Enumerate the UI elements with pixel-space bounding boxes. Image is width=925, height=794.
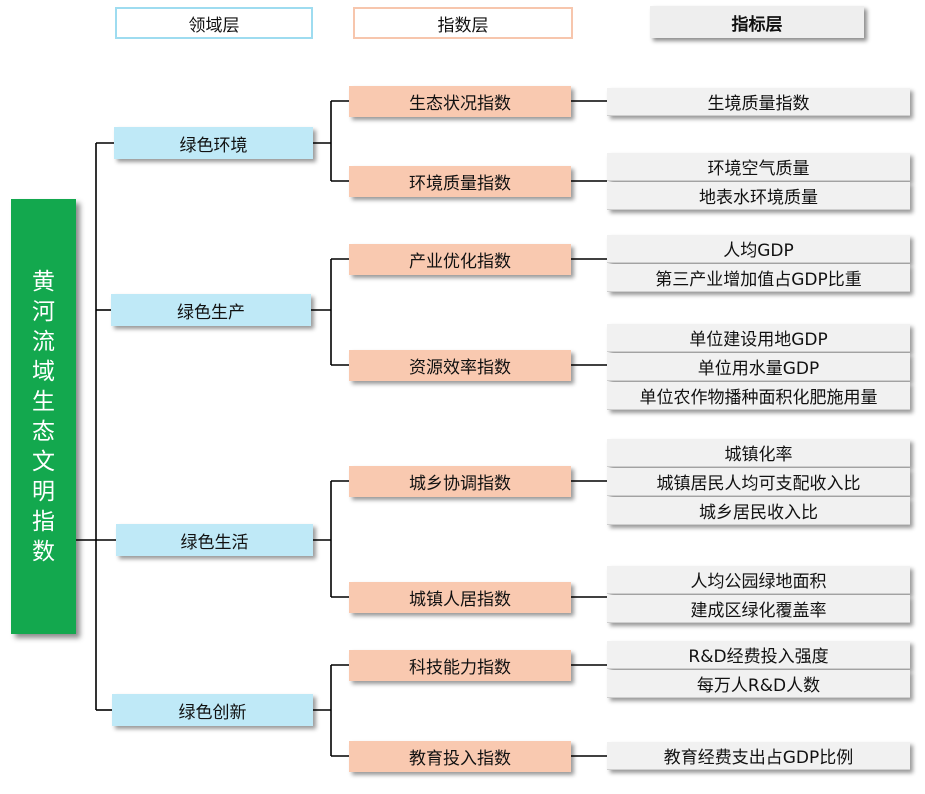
root-char: 黄: [32, 268, 55, 295]
indicator-node: 环境空气质量: [607, 153, 910, 181]
index-node: 城乡协调指数: [349, 466, 571, 497]
indicator-node: 人均公园绿地面积: [607, 566, 910, 594]
indicator-node: 教育经费支出占GDP比例: [607, 742, 910, 770]
root-char: 生: [32, 388, 55, 415]
header-index-layer: 指数层: [353, 7, 573, 39]
root-char: 文: [32, 448, 55, 475]
indicator-node: R&D经费投入强度: [607, 641, 910, 669]
root-char: 指: [32, 508, 55, 535]
domain-node: 绿色创新: [112, 694, 313, 726]
index-node: 资源效率指数: [349, 350, 571, 381]
root-char: 态: [32, 418, 55, 445]
index-node: 生态状况指数: [349, 86, 571, 117]
index-node: 教育投入指数: [349, 741, 571, 772]
indicator-node: 第三产业增加值占GDP比重: [607, 264, 910, 292]
header-domain-layer: 领域层: [115, 7, 313, 39]
header-indicator-layer: 指标层: [650, 6, 864, 38]
root-char: 域: [32, 358, 55, 385]
index-node: 科技能力指数: [349, 650, 571, 681]
indicator-node: 每万人R&D人数: [607, 670, 910, 698]
domain-node: 绿色环境: [114, 127, 313, 159]
indicator-node: 建成区绿化覆盖率: [607, 595, 910, 623]
root-char: 数: [32, 538, 55, 565]
index-node: 产业优化指数: [349, 244, 571, 275]
indicator-node: 单位建设用地GDP: [607, 324, 910, 352]
indicator-node: 城乡居民收入比: [607, 497, 910, 525]
root-node: 黄 河 流 域 生 态 文 明 指 数: [11, 199, 76, 634]
indicator-node: 人均GDP: [607, 235, 910, 263]
indicator-node: 城镇化率: [607, 439, 910, 467]
indicator-node: 生境质量指数: [607, 88, 910, 116]
root-char: 河: [32, 298, 55, 325]
index-node: 环境质量指数: [349, 166, 571, 197]
domain-node: 绿色生产: [111, 294, 311, 326]
domain-node: 绿色生活: [116, 524, 313, 556]
indicator-node: 城镇居民人均可支配收入比: [607, 468, 910, 496]
index-node: 城镇人居指数: [349, 582, 571, 613]
root-char: 流: [32, 328, 55, 355]
indicator-node: 单位用水量GDP: [607, 353, 910, 381]
root-char: 明: [32, 478, 55, 505]
indicator-node: 地表水环境质量: [607, 182, 910, 210]
indicator-node: 单位农作物播种面积化肥施用量: [607, 382, 910, 410]
